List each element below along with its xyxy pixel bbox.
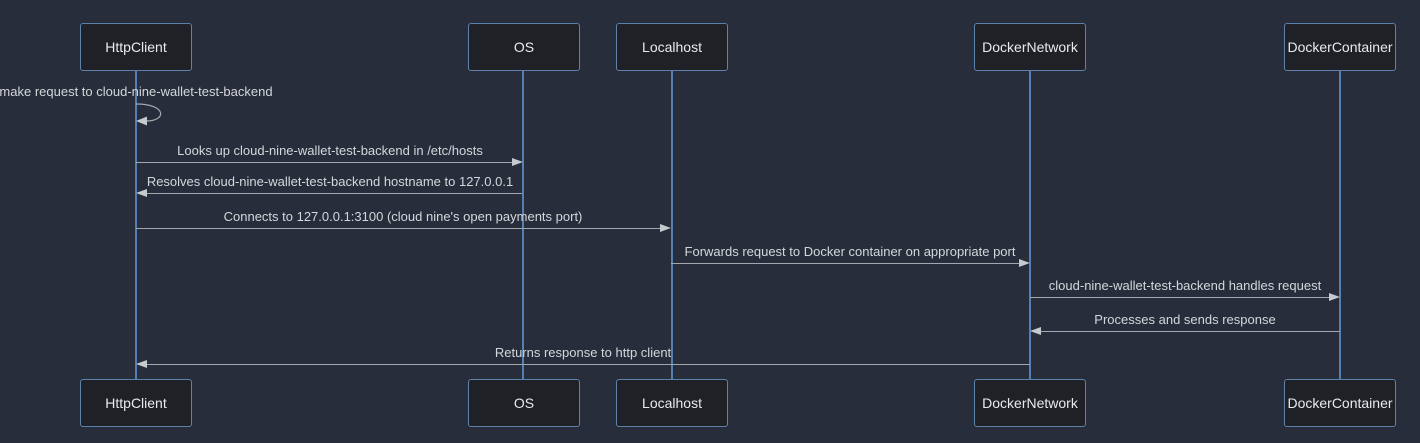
actor-bottom-dockernetwork: DockerNetwork (974, 379, 1086, 427)
message-line (1030, 297, 1329, 298)
lifeline-localhost (671, 71, 673, 379)
message-label: Resolves cloud-nine-wallet-test-backend … (146, 174, 514, 189)
lifeline-dockernetwork (1029, 71, 1031, 379)
arrowhead-left-icon (1030, 327, 1041, 335)
actor-bottom-os: OS (468, 379, 580, 427)
message-line (136, 228, 660, 229)
actor-top-dockernetwork: DockerNetwork (974, 23, 1086, 71)
actor-label: Localhost (642, 395, 702, 411)
arrowhead-right-icon (660, 224, 671, 232)
message-line (1041, 331, 1340, 332)
actor-label: OS (513, 39, 535, 55)
self-loop-arrow-icon (135, 103, 162, 126)
actor-top-localhost: Localhost (616, 23, 728, 71)
arrowhead-left-icon (136, 189, 147, 197)
message-label: Forwards request to Docker container on … (684, 244, 1016, 259)
actor-label: DockerNetwork (982, 395, 1078, 411)
message-line (147, 193, 522, 194)
actor-top-httpclient: HttpClient (80, 23, 192, 71)
message-label: Looks up cloud-nine-wallet-test-backend … (177, 143, 483, 158)
message-label: make request to cloud-nine-wallet-test-b… (0, 84, 273, 99)
actor-label: HttpClient (105, 39, 167, 55)
actor-top-dockercontainer: DockerContainer (1284, 23, 1396, 71)
message-line (671, 263, 1019, 264)
message-label: Returns response to http client (494, 345, 672, 360)
actor-label: DockerContainer (1287, 39, 1393, 55)
lifeline-httpclient (135, 71, 137, 379)
actor-label: Localhost (642, 39, 702, 55)
message-line (147, 364, 1030, 365)
actor-bottom-dockercontainer: DockerContainer (1284, 379, 1396, 427)
arrowhead-right-icon (512, 158, 523, 166)
message-label: Connects to 127.0.0.1:3100 (cloud nine's… (223, 209, 583, 224)
lifeline-dockercontainer (1339, 71, 1341, 379)
actor-top-os: OS (468, 23, 580, 71)
actor-label: HttpClient (105, 395, 167, 411)
message-label: cloud-nine-wallet-test-backend handles r… (1048, 278, 1322, 293)
message-line (136, 162, 512, 163)
lifeline-os (522, 71, 524, 379)
message-label: Processes and sends response (1094, 312, 1276, 327)
actor-label: DockerNetwork (982, 39, 1078, 55)
actor-bottom-httpclient: HttpClient (80, 379, 192, 427)
arrowhead-right-icon (1019, 259, 1030, 267)
arrowhead-right-icon (1329, 293, 1340, 301)
actor-label: OS (513, 395, 535, 411)
actor-label: DockerContainer (1287, 395, 1393, 411)
arrowhead-left-icon (136, 360, 147, 368)
actor-bottom-localhost: Localhost (616, 379, 728, 427)
